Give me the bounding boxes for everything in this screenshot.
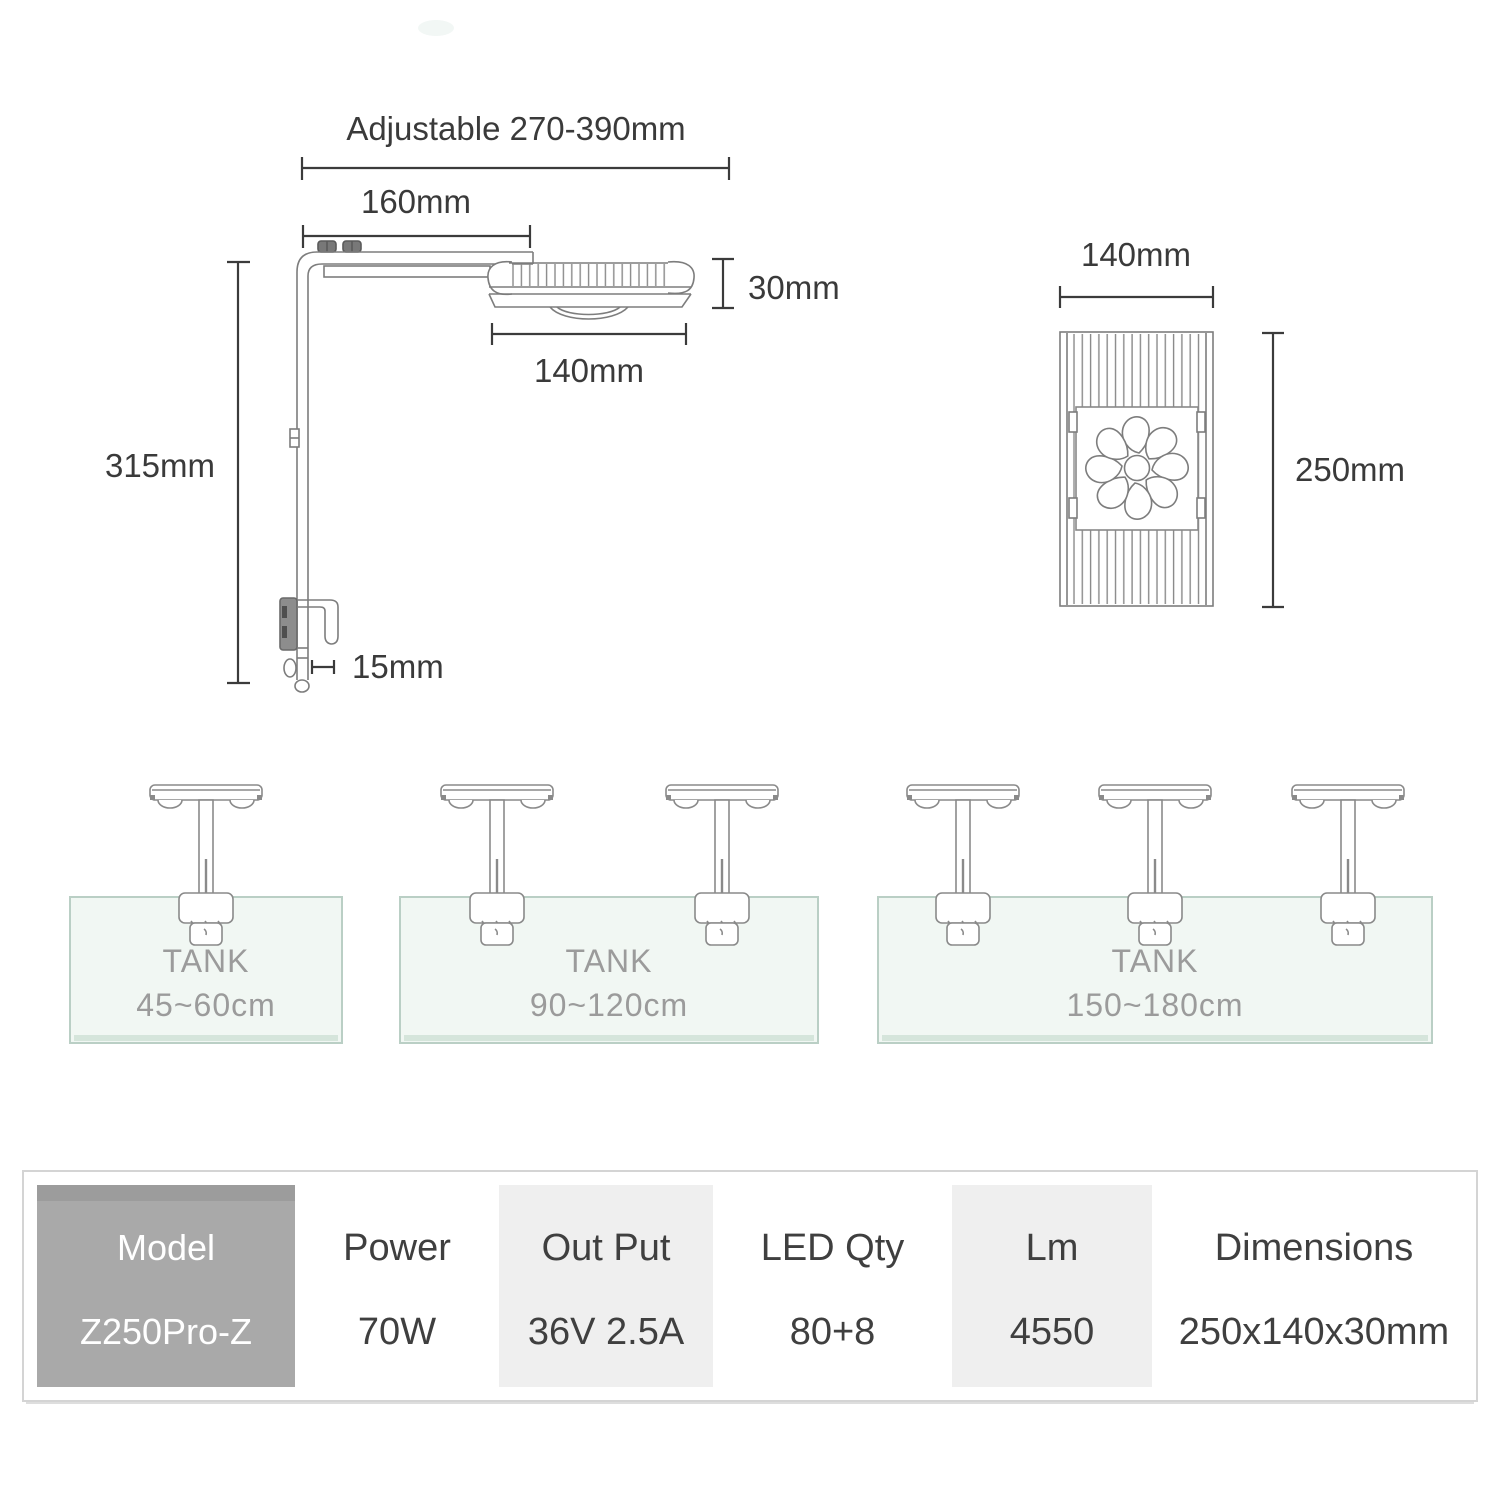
- tanks-section: TANK 45~60cm TANK 90~120cm TANK 150~180c…: [69, 783, 1433, 1044]
- spec-header-ledqty: LED Qty: [760, 1227, 905, 1269]
- dim-clamp-15: [310, 660, 336, 674]
- light-head-side: [487, 260, 695, 320]
- support-arm: [289, 251, 534, 680]
- spec-header-dimensions: Dimensions: [1214, 1227, 1414, 1269]
- side-view-diagram: Adjustable 270-390mm 160mm: [105, 110, 840, 693]
- dim-topview-140: [1058, 286, 1215, 308]
- dim-head-140: [490, 323, 688, 345]
- dim-label-160: 160mm: [361, 183, 471, 220]
- lamp-side-view: [279, 240, 695, 693]
- mount-knobs: [317, 240, 362, 253]
- tank-clamp-side: [279, 597, 339, 693]
- spec-cell-model: Model Z250Pro-Z: [37, 1185, 295, 1387]
- spec-cell-ledqty: LED Qty 80+8: [713, 1185, 952, 1387]
- dim-topview-250: [1262, 331, 1284, 609]
- spec-value-lm: 4550: [1009, 1311, 1095, 1353]
- spec-value-power: 70W: [357, 1311, 437, 1353]
- fan-icon: [1085, 416, 1189, 520]
- spec-header-lm: Lm: [1025, 1227, 1079, 1269]
- tank-small: TANK 45~60cm: [69, 896, 343, 1044]
- top-view-diagram: 140mm: [1058, 236, 1405, 609]
- spec-table: Model Z250Pro-Z Power 70W Out Put 36V 2.…: [22, 1170, 1478, 1402]
- dim-label-315: 315mm: [105, 447, 215, 484]
- spec-value-dimensions: 250x140x30mm: [1178, 1311, 1450, 1353]
- dim-label-topview-140: 140mm: [1081, 236, 1191, 273]
- top-smudge-artifact: [418, 20, 454, 36]
- tank-large-name: TANK: [1112, 943, 1199, 979]
- spec-header-model: Model: [116, 1227, 216, 1268]
- spec-value-output: 36V 2.5A: [527, 1311, 685, 1353]
- tank-medium-size: 90~120cm: [530, 987, 688, 1023]
- tank-small-name: TANK: [163, 943, 250, 979]
- dim-adjustable: [300, 157, 731, 180]
- tank-small-size: 45~60cm: [136, 987, 276, 1023]
- dim-head-30: [712, 257, 734, 310]
- dim-arm-160: [301, 225, 532, 248]
- spec-cell-lm: Lm 4550: [952, 1185, 1152, 1387]
- spec-value-model: Z250Pro-Z: [79, 1311, 253, 1352]
- tank-medium: TANK 90~120cm: [399, 896, 819, 1044]
- spec-header-output: Out Put: [541, 1227, 671, 1269]
- spec-cell-output: Out Put 36V 2.5A: [499, 1185, 713, 1387]
- spec-cell-power: Power 70W: [295, 1185, 499, 1387]
- fan-plate: [1068, 406, 1206, 531]
- spec-value-ledqty: 80+8: [789, 1311, 876, 1353]
- spec-cell-dimensions: Dimensions 250x140x30mm: [1152, 1185, 1476, 1387]
- tank-large-size: 150~180cm: [1066, 987, 1243, 1023]
- model-cell-top-strip: [37, 1185, 295, 1201]
- heatsink-top-view: [1059, 331, 1214, 607]
- spec-header-power: Power: [343, 1227, 451, 1269]
- dim-height-315: [227, 260, 250, 685]
- dim-label-15: 15mm: [352, 648, 444, 685]
- dim-label-adjustable: Adjustable 270-390mm: [346, 110, 685, 147]
- tank-medium-name: TANK: [566, 943, 653, 979]
- dim-label-30: 30mm: [748, 269, 840, 306]
- dim-label-140: 140mm: [534, 352, 644, 389]
- dim-label-250: 250mm: [1295, 451, 1405, 488]
